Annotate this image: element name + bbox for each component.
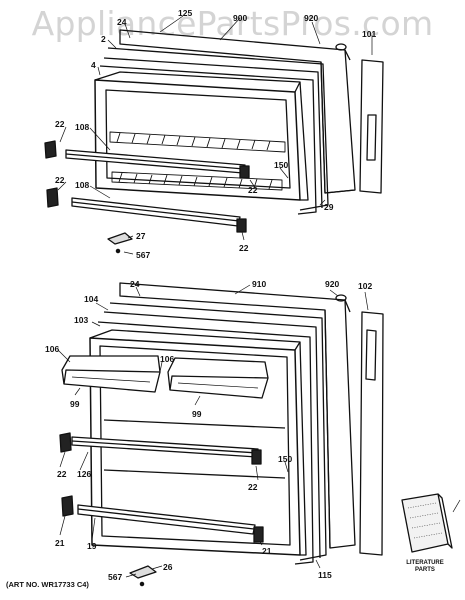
leaders-bottom [57,284,369,578]
callout-29: 29 [324,202,334,212]
watermark: AppliancePartsPros.com [31,4,434,43]
literature-booklet [401,493,461,553]
literature-label-line1: LITERATURE [406,560,444,566]
callout-102: 102 [358,281,372,291]
callout-108: 108 [75,122,89,132]
callout-labels: 125 900 920 101 24 2 4 22 108 150 22 22 … [45,8,376,582]
callout-22: 22 [55,175,65,185]
bar-bracket-22 [44,140,250,233]
callout-21: 21 [55,538,65,548]
literature-label-line2: PARTS [415,567,435,573]
callout-106: 106 [45,344,59,354]
callout-101: 101 [362,29,376,39]
freezer-inner-liner [94,71,309,201]
freezer-shelf-lower [111,171,283,191]
literature-parts-label: LITERATURE PARTS [395,560,455,574]
leaders-top [57,15,373,255]
freezer-shelf-upper [109,131,286,153]
callout-920: 920 [325,279,339,289]
callout-567: 567 [136,250,150,260]
callout-21: 21 [262,546,272,556]
callout-125: 125 [178,8,192,18]
callout-26: 26 [163,562,173,572]
callout-22: 22 [57,469,67,479]
callout-108: 108 [75,180,89,190]
callout-24: 24 [130,279,140,289]
callout-150: 150 [274,160,288,170]
fresh-food-inner-liner [89,329,307,556]
callout-4: 4 [91,60,96,70]
door-bar-upper [71,436,259,458]
callout-27: 27 [136,231,146,241]
fresh-food-gasket [97,302,327,565]
callout-99: 99 [70,399,80,409]
bracket-27 [107,232,133,254]
callout-115: 115 [318,570,332,580]
bar-bracket-21-22 [59,432,264,543]
callout-22: 22 [55,119,65,129]
callout-103: 103 [74,315,88,325]
callout-22: 22 [248,482,258,492]
callout-920: 920 [304,13,318,23]
freezer-gasket [99,47,329,215]
callout-150: 150 [278,454,292,464]
callout-106: 106 [160,354,174,364]
freezer-door-assembly [44,15,384,255]
callout-22: 22 [248,185,258,195]
fresh-food-door-assembly [57,282,461,587]
door-bar-108-upper [65,149,246,174]
callout-126: 126 [77,469,91,479]
dairy-door-106-left [61,355,161,393]
callout-99: 99 [192,409,202,419]
door-trim-101 [359,59,384,194]
callout-22: 22 [239,243,249,253]
bracket-26 [129,565,157,587]
dairy-door-106-right [167,357,269,399]
door-trim-102 [359,311,384,556]
callout-19: 19 [87,541,97,551]
callout-567: 567 [108,572,122,582]
callout-2: 2 [101,34,106,44]
callout-910: 910 [252,279,266,289]
door-stop-920 [335,43,347,51]
callout-24: 24 [117,17,127,27]
door-bar-lower [77,504,256,535]
door-bar-108-lower [71,197,241,227]
door-stop-920-lower [335,294,347,302]
callout-900: 900 [233,13,247,23]
art-number: (ART NO. WR17733 C4) [6,580,89,589]
callout-104: 104 [84,294,98,304]
freezer-outer-door [119,29,356,194]
